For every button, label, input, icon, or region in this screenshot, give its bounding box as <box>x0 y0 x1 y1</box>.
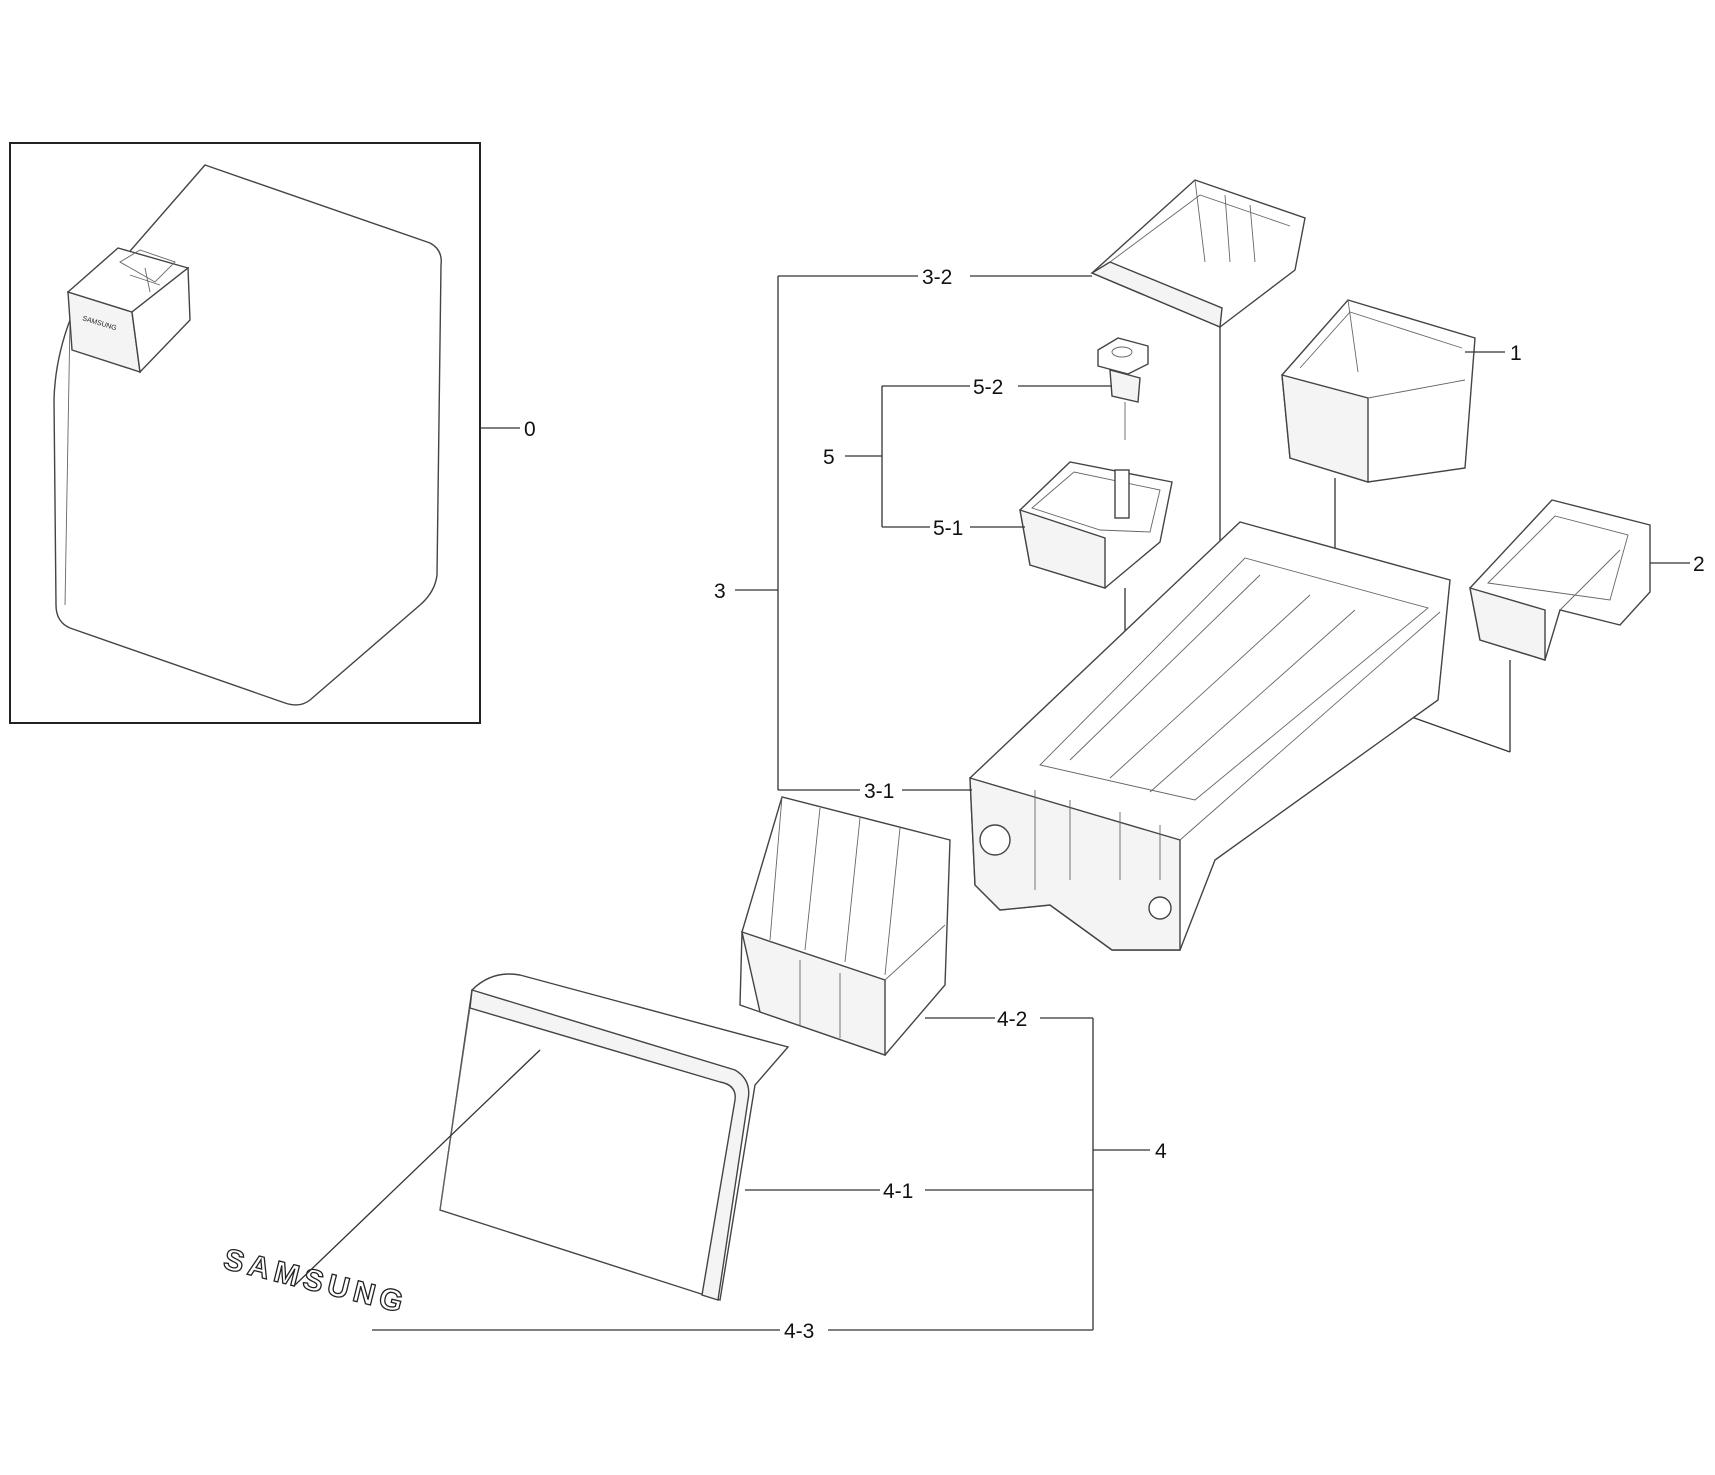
washer-front-panel <box>53 164 442 706</box>
callout-2: 2 <box>1693 553 1705 576</box>
mini-drawer-side <box>131 266 191 374</box>
callout-3: 3 <box>714 580 726 603</box>
callout-4-1: 4-1 <box>883 1180 913 1203</box>
overview-frame <box>9 142 481 724</box>
assembly-overview: SAMSUNG 0 <box>9 142 536 724</box>
part-4-1-front <box>439 973 790 1301</box>
callout-5-2: 5-2 <box>973 376 1003 399</box>
emblem-logo-text: SAMSUNG <box>220 1243 411 1321</box>
callout-4-3: 4-3 <box>784 1320 814 1343</box>
callout-4-2: 4-2 <box>997 1008 1027 1031</box>
part-3-1-housing <box>969 521 1451 951</box>
callout-4: 4 <box>1155 1140 1167 1163</box>
part-4-2-insert <box>739 796 951 1056</box>
part-2-box <box>1469 499 1651 661</box>
part-4-3-emblem: SAMSUNG <box>220 1242 412 1321</box>
part-1-box <box>1281 299 1476 483</box>
part-5-2-cap <box>1097 337 1149 403</box>
callout-3-1: 3-1 <box>864 780 894 803</box>
callout-1: 1 <box>1510 342 1522 365</box>
callout-0: 0 <box>524 418 536 441</box>
callout-3-2: 3-2 <box>922 266 952 289</box>
panel-edge <box>64 319 71 606</box>
callout-5: 5 <box>823 446 835 469</box>
part-5-1-bin <box>1019 461 1173 589</box>
part-3-2-tray <box>1090 179 1306 329</box>
callout-5-1: 5-1 <box>933 517 963 540</box>
